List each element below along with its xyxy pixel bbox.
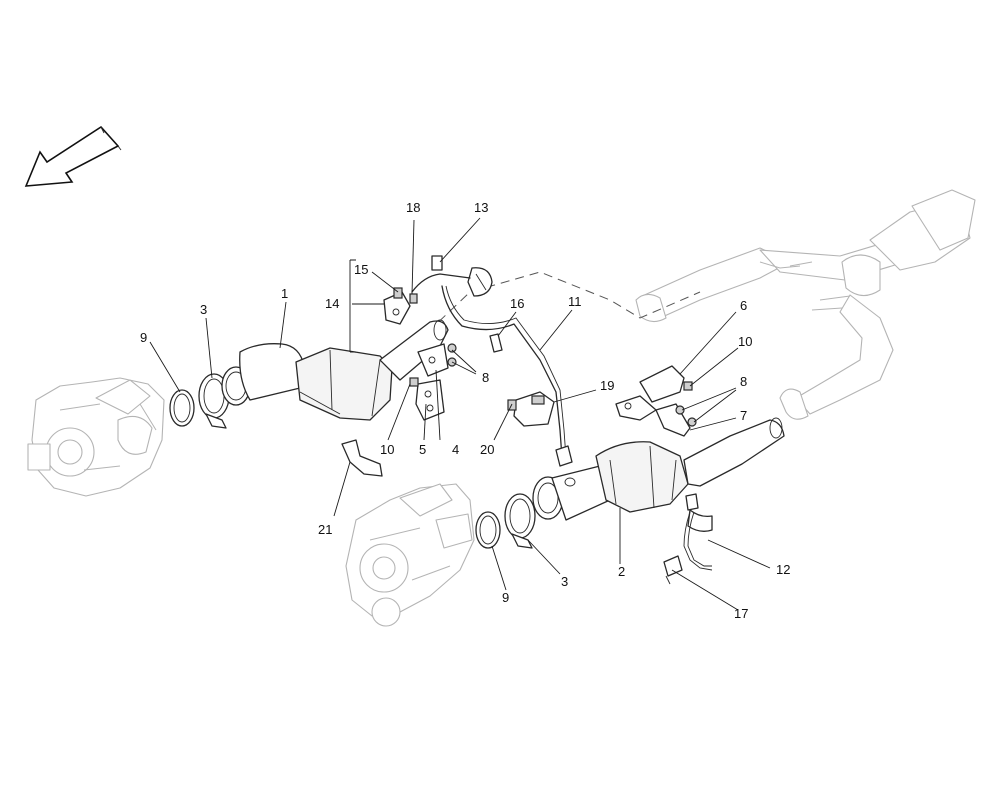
callout-15: 15 [354,262,368,277]
oxygen-sensor-13 [431,255,493,297]
connector-17 [663,555,683,585]
callout-10-right: 10 [738,334,752,349]
gasket-right [475,511,501,549]
bracket-right-6 [615,365,685,421]
bracket-left-5 [415,379,445,421]
callout-5: 5 [419,442,426,457]
bolt-left-10 [409,377,419,387]
callout-3-left: 3 [200,302,207,317]
callout-1: 1 [281,286,288,301]
sensor-harness-11 [411,273,563,459]
nut-left-a [447,343,457,353]
sensor-16 [489,333,503,353]
callout-8-right: 8 [740,374,747,389]
catalytic-converter-right [532,417,785,521]
bolt-right-10 [683,381,693,391]
sensor-tip-19 [555,445,573,467]
callout-17: 17 [734,606,748,621]
sensor-clip-18 [409,293,418,304]
callout-16: 16 [510,296,524,311]
callout-8-left: 8 [482,370,489,385]
callout-11: 11 [568,294,582,309]
callout-6: 6 [740,298,747,313]
leader-lines [149,217,771,611]
bracket-19 [513,391,555,427]
nut-right-a [675,405,685,415]
oxygen-sensor-12 [683,493,713,571]
sensor-bracket-14 [383,287,411,325]
callout-19: 19 [600,378,614,393]
callout-4: 4 [452,442,459,457]
bracket-left-4 [417,343,449,377]
callout-7: 7 [740,408,747,423]
gasket-left [169,389,195,427]
callout-14: 14 [325,296,339,311]
callout-9-left: 9 [140,330,147,345]
bracket-21 [341,439,383,477]
left-turbocharger [27,377,165,497]
callout-20: 20 [480,442,494,457]
callout-18: 18 [406,200,420,215]
direction-arrow-icon [24,125,122,187]
callout-21: 21 [318,522,332,537]
dashed-assembly-line [427,271,701,333]
callout-13: 13 [474,200,488,215]
right-turbocharger [345,483,475,627]
callout-12: 12 [776,562,790,577]
nut-right-b [687,417,697,427]
vband-clamp-right [504,493,536,549]
catalytic-converter-left [221,319,449,421]
callout-3-right: 3 [561,574,568,589]
rear-exhaust-system [635,189,976,420]
callout-9-right: 9 [502,590,509,605]
callout-labels: 1 2 3 3 4 5 6 7 8 8 9 9 10 10 11 12 13 1… [140,200,790,621]
sensor-harness-11-edge [445,285,567,459]
callout-10-left: 10 [380,442,394,457]
callout-2: 2 [618,564,625,579]
bracket-right-7 [655,403,691,437]
